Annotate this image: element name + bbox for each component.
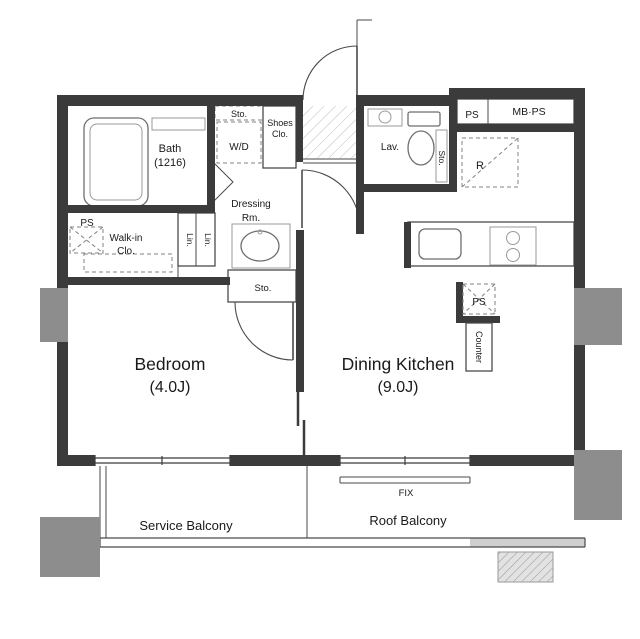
bedroom-size-label: (4.0J) xyxy=(150,379,191,396)
lavatory-fixtures xyxy=(367,108,448,183)
linen-label-2: Lin. xyxy=(203,233,213,247)
vanity-sink-icon xyxy=(231,223,291,269)
folding-door-icon xyxy=(210,159,234,205)
railing-shaded-segment xyxy=(470,538,585,547)
walk-in-closet-label-line1: Walk-in xyxy=(110,233,143,244)
kitchen xyxy=(404,221,575,372)
bedroom-storage-label: Sto. xyxy=(255,283,272,294)
sliding-door-icon xyxy=(296,390,306,456)
pipe-space-left-label: PS xyxy=(80,218,94,229)
column-bottom-right xyxy=(574,450,622,520)
bath-counter xyxy=(151,117,206,131)
linen-label-1: Lin. xyxy=(185,233,195,247)
storage-door-icon xyxy=(234,301,294,361)
dining-kitchen-label: Dining Kitchen xyxy=(342,354,455,374)
counter-strip-box xyxy=(465,322,493,372)
washer-dryer-box xyxy=(216,121,262,164)
walk-in-closet-hanger xyxy=(83,253,173,273)
kitchen-sink-icon xyxy=(418,228,462,260)
lavatory-storage-label: Sto. xyxy=(437,150,447,165)
roof-balcony-label: Roof Balcony xyxy=(369,513,447,528)
lavatory-storage-box xyxy=(435,129,448,183)
column-bottom-left xyxy=(40,517,100,577)
pipe-space-kitchen-label: PS xyxy=(472,297,486,308)
dressing-room-label-line1: Dressing xyxy=(231,199,270,210)
labels: Bath (1216) Sto. Shoes Clo. W/D Lav. Sto… xyxy=(80,106,545,533)
lavatory-label: Lav. xyxy=(381,142,399,153)
meter-box-label: MB·PS xyxy=(512,106,545,118)
washbasin-icon xyxy=(367,108,403,127)
pipe-space-top-label: PS xyxy=(465,110,479,121)
entrance-door-icon xyxy=(302,19,372,101)
entry-storage-label: Sto. xyxy=(231,109,247,119)
washer-dryer-label: W/D xyxy=(229,142,248,153)
counter-label: Counter xyxy=(474,331,484,363)
bedroom-label: Bedroom xyxy=(134,354,205,374)
window-bedroom xyxy=(94,455,231,466)
walk-in-closet-label-line2: Clo. xyxy=(117,246,135,257)
interior-walls xyxy=(57,99,574,392)
dining-kitchen-size-label: (9.0J) xyxy=(378,379,419,396)
shoes-closet-label-line2: Clo. xyxy=(272,129,288,139)
refrigerator-label: R xyxy=(476,160,484,172)
bathtub-icon xyxy=(83,117,149,207)
structural-columns xyxy=(40,288,622,577)
stove-icon xyxy=(489,226,537,266)
service-balcony-label: Service Balcony xyxy=(139,518,233,533)
fix-window xyxy=(339,476,471,484)
refrigerator-box xyxy=(461,137,519,188)
counter-end-panel xyxy=(404,222,411,268)
dressing-room-label-line2: Rm. xyxy=(242,213,260,224)
window-dining-kitchen xyxy=(339,455,471,466)
toilet-icon xyxy=(407,111,441,166)
fix-window-label: FIX xyxy=(399,488,414,499)
balcony-structure xyxy=(99,466,586,583)
bath-label: Bath xyxy=(159,143,182,155)
column-left-mid xyxy=(40,288,68,342)
shoes-closet-label-line1: Shoes xyxy=(267,118,293,128)
closet-area xyxy=(69,212,297,361)
hall-door-icon xyxy=(301,169,361,229)
balcony-hatched-block xyxy=(497,551,554,583)
bath-size-label: (1216) xyxy=(154,157,186,169)
kitchen-pipe-space xyxy=(456,282,500,323)
left-pipe-space-box xyxy=(69,226,104,254)
genkan-tile-hatch xyxy=(303,106,356,158)
column-right-mid xyxy=(574,288,622,345)
